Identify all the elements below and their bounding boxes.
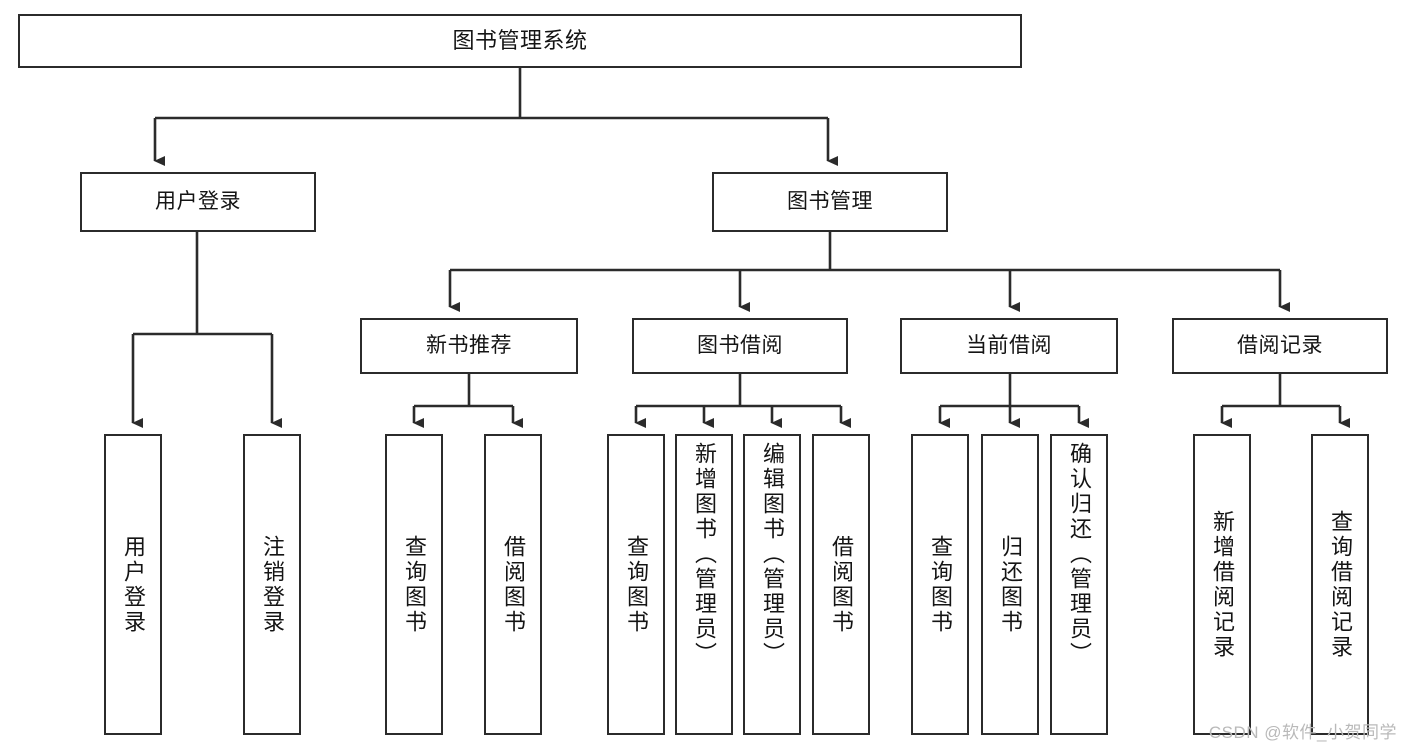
leaf-query-books-borrow[interactable]: 查询图书 xyxy=(607,434,665,735)
node-label: 查询图书 xyxy=(624,534,649,635)
node-user-login[interactable]: 用户登录 xyxy=(80,172,316,232)
leaf-return-books[interactable]: 归还图书 xyxy=(981,434,1039,735)
leaf-user-logout[interactable]: 注销登录 xyxy=(243,434,301,735)
node-label: 借阅记录 xyxy=(1237,334,1323,358)
node-label: 确认归还（管理员） xyxy=(1067,442,1092,667)
leaf-confirm-return-admin[interactable]: 确认归还（管理员） xyxy=(1050,434,1108,735)
node-label: 用户登录 xyxy=(121,534,146,635)
node-label: 新增图书（管理员） xyxy=(692,442,717,667)
node-label: 新增借阅记录 xyxy=(1210,509,1235,660)
node-label: 新书推荐 xyxy=(426,334,512,358)
node-current-borrow[interactable]: 当前借阅 xyxy=(900,318,1118,374)
node-label: 图书管理 xyxy=(787,190,873,214)
node-book-management[interactable]: 图书管理 xyxy=(712,172,948,232)
node-label: 图书借阅 xyxy=(697,334,783,358)
node-label: 当前借阅 xyxy=(966,334,1052,358)
leaf-query-books-current[interactable]: 查询图书 xyxy=(911,434,969,735)
node-label: 查询图书 xyxy=(402,534,427,635)
node-label: 查询借阅记录 xyxy=(1328,509,1353,660)
node-label: 借阅图书 xyxy=(829,534,854,635)
node-label: 查询图书 xyxy=(928,534,953,635)
node-borrow-record[interactable]: 借阅记录 xyxy=(1172,318,1388,374)
leaf-user-login[interactable]: 用户登录 xyxy=(104,434,162,735)
node-label: 编辑图书（管理员） xyxy=(760,442,785,667)
leaf-query-books-recommend[interactable]: 查询图书 xyxy=(385,434,443,735)
leaf-edit-book-admin[interactable]: 编辑图书（管理员） xyxy=(743,434,801,735)
node-label: 注销登录 xyxy=(260,534,285,635)
node-label: 借阅图书 xyxy=(501,534,526,635)
node-book-borrow[interactable]: 图书借阅 xyxy=(632,318,848,374)
node-label: 图书管理系统 xyxy=(452,27,588,53)
node-label: 用户登录 xyxy=(155,190,241,214)
leaf-borrow-books-recommend[interactable]: 借阅图书 xyxy=(484,434,542,735)
leaf-query-borrow-record[interactable]: 查询借阅记录 xyxy=(1311,434,1369,735)
leaf-add-borrow-record[interactable]: 新增借阅记录 xyxy=(1193,434,1251,735)
leaf-add-book-admin[interactable]: 新增图书（管理员） xyxy=(675,434,733,735)
node-label: 归还图书 xyxy=(998,534,1023,635)
node-root-book-management-system[interactable]: 图书管理系统 xyxy=(18,14,1022,68)
node-new-book-recommend[interactable]: 新书推荐 xyxy=(360,318,578,374)
leaf-borrow-books[interactable]: 借阅图书 xyxy=(812,434,870,735)
